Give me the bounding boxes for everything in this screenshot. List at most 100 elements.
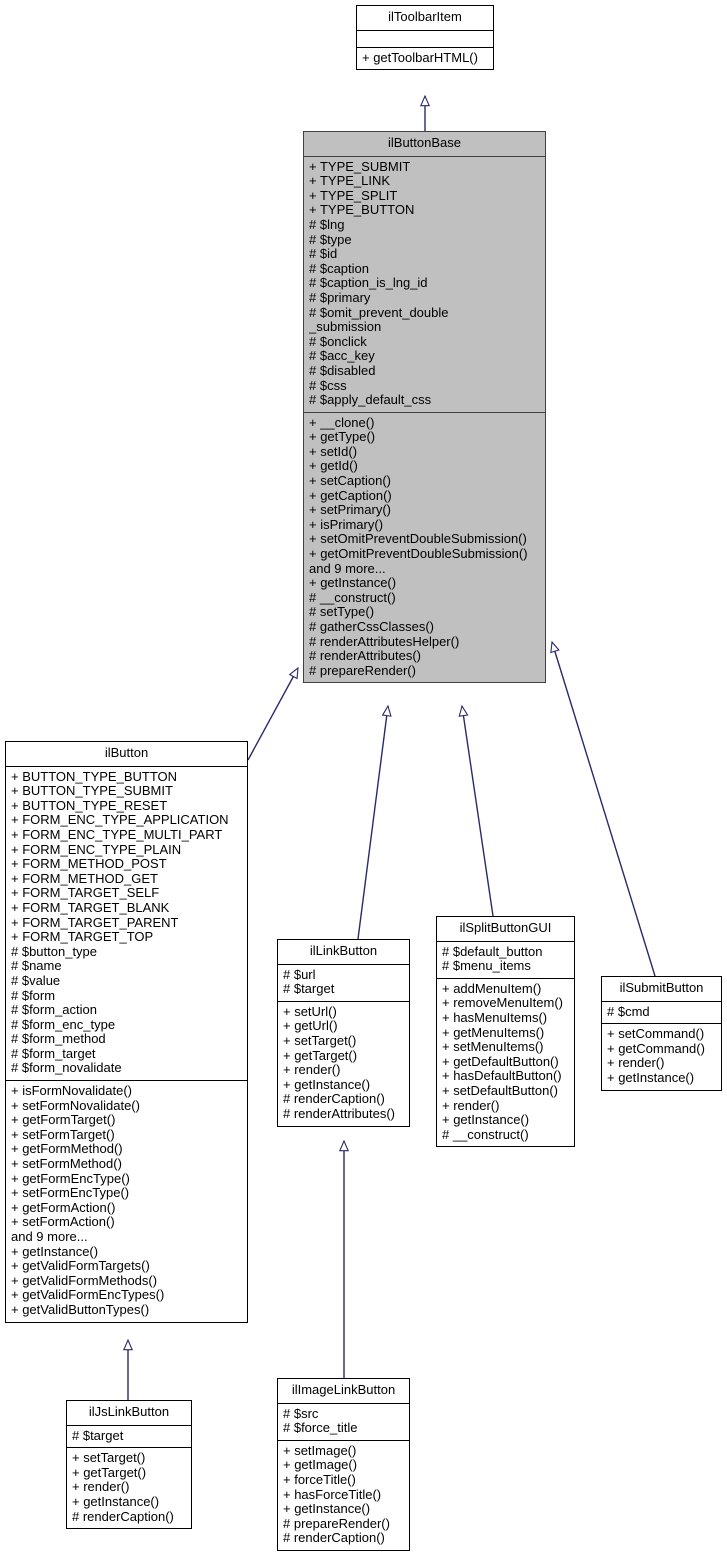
method-row: + setImage(): [283, 1443, 357, 1458]
class-box-iljslinkbutton[interactable]: ilJsLinkButton # $target + setTarget() +…: [66, 1400, 192, 1530]
attribute-row: + FORM_ENC_TYPE_APPLICATION: [11, 813, 229, 828]
method-row: + render(): [72, 1480, 130, 1495]
attribute-row: # $css: [309, 378, 347, 393]
method-row: # renderCaption(): [283, 1092, 385, 1107]
method-row: + setFormEncType(): [11, 1186, 130, 1201]
class-separator: [278, 1402, 409, 1404]
attribute-row: # $apply_default_css: [309, 393, 432, 408]
method-row: + getTarget(): [283, 1048, 358, 1063]
attribute-compartment-ilsubmitbutton: # $cmd: [602, 1002, 721, 1024]
attribute-row: # $value: [11, 973, 61, 988]
attribute-row: + BUTTON_TYPE_BUTTON: [11, 769, 178, 784]
class-separator: [278, 1000, 409, 1002]
method-row: # prepareRender(): [309, 663, 416, 678]
method-row: + getOmitPreventDoubleSubmission(): [309, 547, 528, 562]
method-row: + getInstance(): [11, 1244, 99, 1259]
method-row: + getToolbarHTML(): [362, 50, 478, 65]
attribute-row: + BUTTON_TYPE_RESET: [11, 798, 168, 813]
class-separator: [278, 963, 409, 965]
method-row: + setCommand(): [607, 1027, 705, 1042]
attribute-row: + TYPE_SUBMIT: [309, 159, 411, 174]
class-box-ilbuttonbase[interactable]: ilButtonBase + TYPE_SUBMIT + TYPE_LINK +…: [303, 131, 546, 684]
attribute-row: + FORM_ENC_TYPE_MULTI_PART: [11, 827, 223, 842]
method-row: + setFormTarget(): [11, 1127, 115, 1142]
class-box-ilimagelinkbutton[interactable]: ilImageLinkButton # $src # $force_title …: [277, 1378, 410, 1551]
method-row: + getFormTarget(): [11, 1113, 116, 1128]
method-row: and 9 more...: [309, 561, 386, 576]
attribute-row: # $target: [283, 982, 335, 997]
method-row: + getInstance(): [283, 1077, 371, 1092]
method-row: + forceTitle(): [283, 1472, 356, 1487]
method-row: + getFormMethod(): [11, 1142, 123, 1157]
attribute-row: # $url: [283, 967, 316, 982]
attribute-row: # $name: [11, 959, 62, 974]
class-separator: [6, 765, 247, 767]
method-compartment-iljslinkbutton: + setTarget() + getTarget() + render() +…: [67, 1448, 191, 1528]
class-title-ilimagelinkbutton: ilImageLinkButton: [291, 1382, 396, 1397]
method-compartment-ilbutton: + isFormNovalidate() + setFormNovalidate…: [6, 1081, 247, 1322]
method-row: # prepareRender(): [283, 1516, 390, 1531]
attribute-compartment-ilsplitbuttongui: # $default_button # $menu_items: [437, 942, 574, 978]
class-box-illinkbutton[interactable]: ilLinkButton # $url # $target + setUrl()…: [277, 939, 410, 1127]
class-separator: [278, 1439, 409, 1441]
attribute-compartment-ilbutton: + BUTTON_TYPE_BUTTON + BUTTON_TYPE_SUBMI…: [6, 767, 247, 1080]
attribute-row: # $src: [283, 1406, 319, 1421]
attribute-row: + TYPE_SPLIT: [309, 188, 398, 203]
attribute-row: # $button_type: [11, 944, 98, 959]
method-compartment-ilbuttonbase: + __clone() + getType() + setId() + getI…: [304, 413, 545, 683]
method-row: + getMenuItems(): [442, 1025, 545, 1040]
method-row: # gatherCssClasses(): [309, 620, 434, 634]
method-row: + setFormNovalidate(): [11, 1098, 140, 1113]
attribute-row: # $default_button: [442, 944, 543, 959]
attribute-row: + FORM_TARGET_TOP: [11, 930, 154, 945]
method-row: + getValidFormEncTypes(): [11, 1288, 165, 1303]
class-box-ilsplitbuttongui[interactable]: ilSplitButtonGUI # $default_button # $me…: [436, 916, 575, 1148]
attribute-row: # $lng: [309, 217, 345, 232]
class-separator: [602, 1000, 721, 1002]
class-title-ilbutton: ilButton: [104, 745, 149, 760]
class-box-iltoolbaritem[interactable]: ilToolbarItem + getToolbarHTML(): [356, 5, 494, 71]
method-row: + setCaption(): [309, 474, 392, 489]
class-separator: [304, 411, 545, 413]
method-row: # renderCaption(): [283, 1531, 385, 1546]
attribute-row: # $id: [309, 247, 338, 262]
attribute-row: # $form_action: [11, 1003, 97, 1018]
class-title-iltoolbaritem: ilToolbarItem: [388, 9, 462, 24]
method-row: + getUrl(): [283, 1019, 338, 1034]
attribute-row: # $caption_is_lng_id: [309, 276, 428, 291]
attribute-row: + FORM_TARGET_PARENT: [11, 915, 179, 930]
class-title-ilsubmitbutton: ilSubmitButton: [619, 980, 704, 995]
method-row: + setFormAction(): [11, 1215, 115, 1230]
class-separator: [304, 155, 545, 157]
method-row: + removeMenuItem(): [442, 996, 564, 1011]
attribute-compartment-ilimagelinkbutton: # $src # $force_title: [278, 1404, 409, 1440]
method-row: + setUrl(): [283, 1004, 337, 1019]
class-separator: [602, 1023, 721, 1025]
class-box-ilsubmitbutton[interactable]: ilSubmitButton # $cmd + setCommand() + g…: [601, 976, 722, 1091]
attribute-compartment-ilbuttonbase: + TYPE_SUBMIT + TYPE_LINK + TYPE_SPLIT +…: [304, 157, 545, 412]
class-title-ilsplitbuttongui: ilSplitButtonGUI: [459, 920, 552, 935]
class-title-ilbuttonbase: ilButtonBase: [388, 135, 461, 150]
attribute-compartment-iltoolbaritem: [357, 31, 493, 47]
method-row: + getDefaultButton(): [442, 1054, 559, 1069]
attribute-row: # $cmd: [607, 1004, 650, 1019]
attribute-compartment-iljslinkbutton: # $target: [67, 1426, 191, 1448]
attribute-row: # $menu_items: [442, 959, 531, 974]
method-row: + getValidFormMethods(): [11, 1273, 158, 1288]
method-row: # __construct(): [309, 590, 396, 605]
attribute-row: + FORM_METHOD_POST: [11, 857, 167, 872]
method-row: + setTarget(): [283, 1033, 357, 1048]
attribute-row: + FORM_TARGET_BLANK: [11, 900, 170, 915]
attribute-row: # $onclick: [309, 334, 367, 349]
method-row: + getType(): [309, 430, 376, 445]
method-row: + setMenuItems(): [442, 1040, 544, 1055]
attribute-row: # $acc_key: [309, 349, 375, 364]
method-row: + getInstance(): [283, 1502, 371, 1517]
class-box-ilbutton[interactable]: ilButton + BUTTON_TYPE_BUTTON + BUTTON_T…: [5, 741, 248, 1323]
method-row: + setId(): [309, 444, 358, 459]
class-separator: [437, 940, 574, 942]
method-row: # __construct(): [442, 1127, 529, 1142]
class-separator: [67, 1424, 191, 1426]
method-row: # setType(): [309, 605, 375, 620]
